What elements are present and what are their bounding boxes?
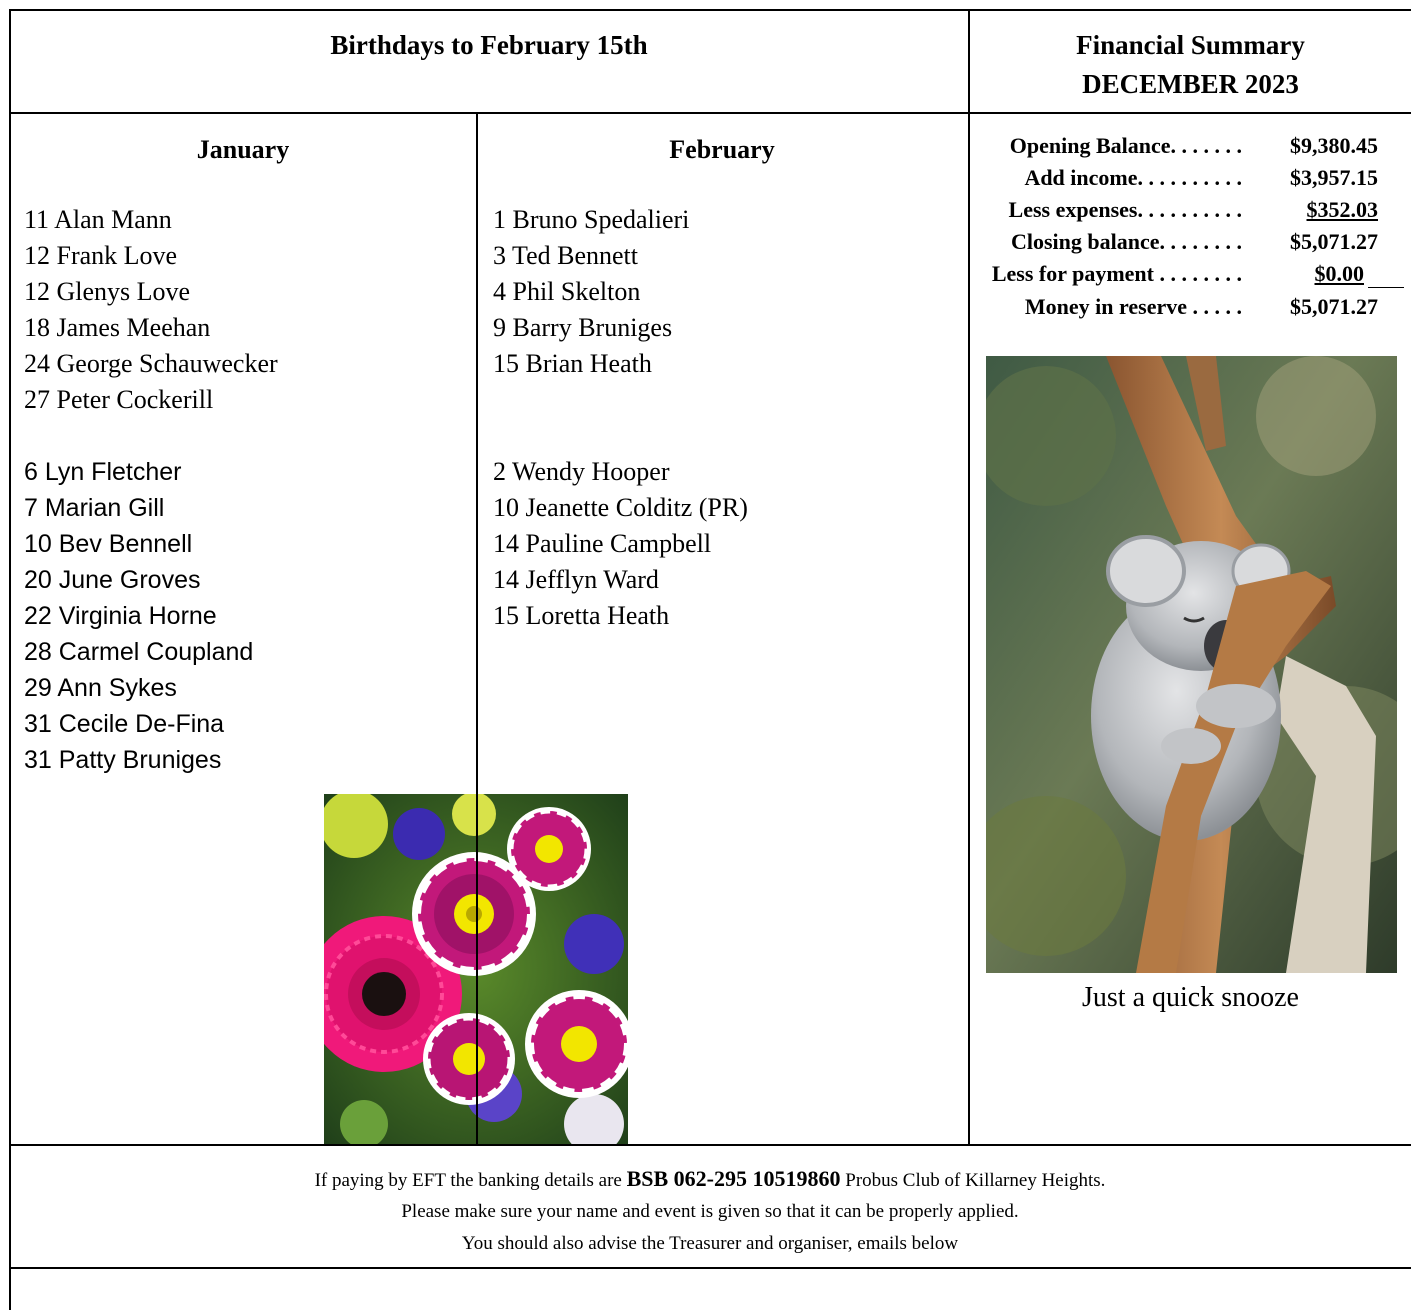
closing-balance-row: Closing balance. . . . . . . . $5,071.27 (970, 229, 1378, 259)
list-item: 15 Loretta Heath (493, 601, 670, 630)
birthdays-title: Birthdays to February 15th (330, 30, 648, 60)
list-item: 2 Wendy Hooper (493, 457, 670, 486)
list-item: 24 George Schauwecker (24, 349, 278, 378)
february-women-list: 2 Wendy Hooper 10 Jeanette Colditz (PR) … (493, 454, 748, 634)
list-item: 9 Barry Bruniges (493, 313, 673, 342)
less-expenses-amount: $352.03 (1306, 197, 1379, 222)
koala-image (986, 356, 1397, 973)
footer-top-divider (9, 1144, 1411, 1146)
january-women-list: 6 Lyn Fletcher 7 Marian Gill 10 Bev Benn… (24, 454, 253, 778)
opening-balance-amount: $9,380.45 (1290, 133, 1378, 158)
frame-left (9, 9, 11, 1310)
financial-title: Financial Summary (1076, 30, 1305, 60)
list-item: 12 Frank Love (24, 241, 178, 270)
february-heading: February (669, 135, 775, 164)
list-item: 11 Alan Mann (24, 205, 172, 234)
name-event-instruction: Please make sure your name and event is … (401, 1201, 1019, 1222)
list-item: 7 Marian Gill (24, 494, 165, 522)
eft-prefix: If paying by EFT the banking details are (314, 1170, 622, 1191)
bsb-number: BSB 062-295 10519860 (626, 1166, 841, 1191)
list-item: 27 Peter Cockerill (24, 385, 214, 414)
list-item: 12 Glenys Love (24, 277, 191, 306)
payment-underline-extension (1368, 287, 1404, 288)
list-item: 20 June Groves (24, 566, 201, 594)
less-for-payment-label: Less for payment . . . . . . . . (991, 261, 1242, 286)
frame-middle-divider (968, 9, 970, 1146)
list-item: 29 Ann Sykes (24, 674, 177, 702)
koala-caption: Just a quick snooze (1082, 982, 1299, 1013)
january-heading: January (196, 135, 290, 164)
list-item: 14 Pauline Campbell (493, 529, 712, 558)
list-item: 6 Lyn Fletcher (24, 458, 182, 486)
list-item: 22 Virginia Horne (24, 602, 217, 630)
less-for-payment-amount: $0.00 (1314, 261, 1365, 286)
closing-balance-amount: $5,071.27 (1290, 229, 1378, 254)
opening-balance-label: Opening Balance. . . . . . . (1009, 133, 1242, 158)
eft-suffix: Probus Club of Killarney Heights. (845, 1170, 1106, 1191)
january-men-list: 11 Alan Mann 12 Frank Love 12 Glenys Lov… (24, 202, 278, 418)
add-income-row: Add income. . . . . . . . . . $3,957.15 (970, 165, 1378, 195)
money-in-reserve-row: Money in reserve . . . . . $5,071.27 (970, 294, 1378, 324)
frame-top (9, 9, 1411, 11)
add-income-amount: $3,957.15 (1290, 165, 1378, 190)
list-item: 14 Jefflyn Ward (493, 565, 659, 594)
header-divider (9, 112, 1411, 114)
add-income-label: Add income. . . . . . . . . . (1024, 165, 1242, 190)
list-item: 1 Bruno Spedalieri (493, 205, 690, 234)
eft-details-line: If paying by EFT the banking details are… (10, 1163, 1410, 1196)
flowers-image (324, 794, 628, 1144)
list-item: 31 Cecile De-Fina (24, 710, 225, 738)
list-item: 10 Bev Bennell (24, 530, 193, 558)
february-men-list: 1 Bruno Spedalieri 3 Ted Bennett 4 Phil … (493, 202, 689, 382)
financial-month: DECEMBER 2023 (1082, 69, 1299, 99)
list-item: 3 Ted Bennett (493, 241, 639, 270)
list-item: 28 Carmel Coupland (24, 638, 254, 666)
opening-balance-row: Opening Balance. . . . . . . $9,380.45 (970, 133, 1378, 163)
list-item: 10 Jeanette Colditz (PR) (493, 493, 748, 522)
month-divider (476, 112, 478, 1146)
less-expenses-row: Less expenses. . . . . . . . . . $352.03 (970, 197, 1378, 227)
footer-bottom-divider (9, 1267, 1411, 1269)
closing-balance-label: Closing balance. . . . . . . . (1010, 229, 1242, 254)
money-in-reserve-amount: $5,071.27 (1290, 294, 1378, 319)
list-item: 18 James Meehan (24, 313, 211, 342)
list-item: 31 Patty Bruniges (24, 746, 222, 774)
less-for-payment-row: Less for payment . . . . . . . . $0.00 (970, 261, 1378, 291)
list-item: 4 Phil Skelton (493, 277, 641, 306)
less-expenses-label: Less expenses. . . . . . . . . . (1008, 197, 1242, 222)
list-item: 15 Brian Heath (493, 349, 652, 378)
money-in-reserve-label: Money in reserve . . . . . (1024, 294, 1242, 319)
advise-treasurer-instruction: You should also advise the Treasurer and… (461, 1233, 959, 1254)
